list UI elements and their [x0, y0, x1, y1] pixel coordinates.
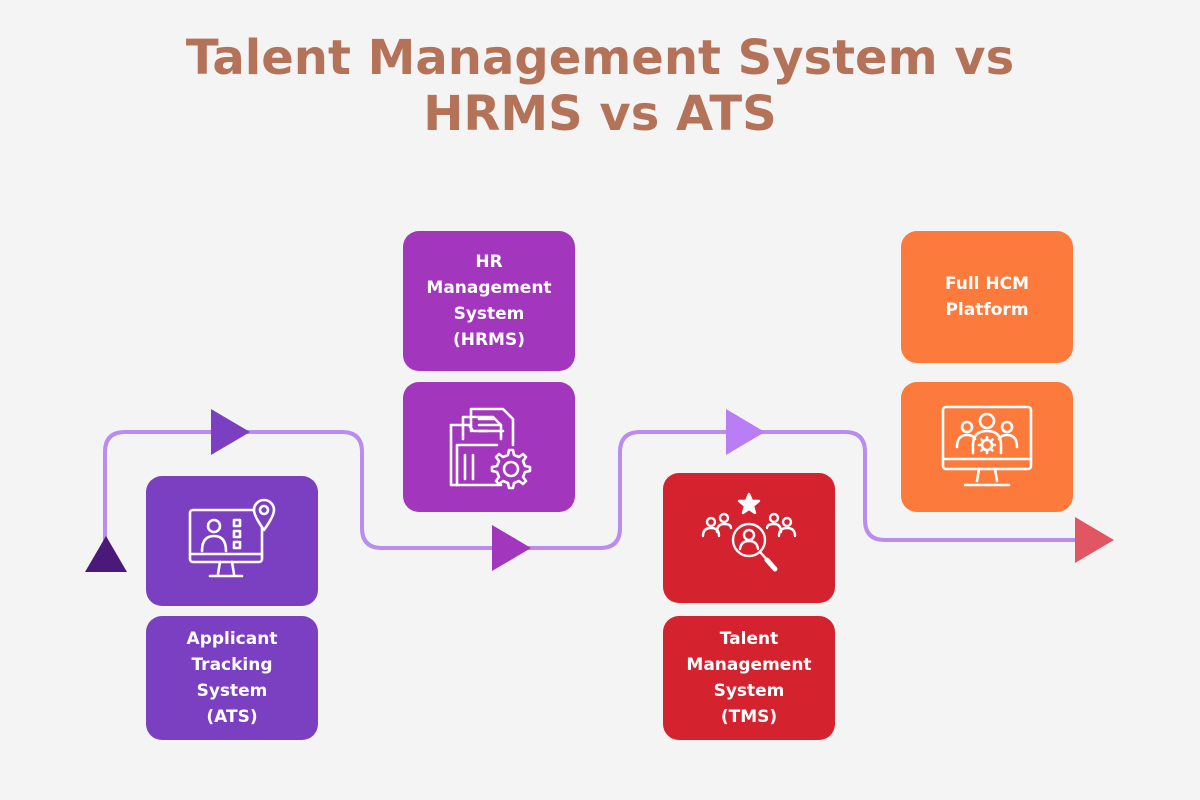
- hcm-label-box: Full HCM Platform: [901, 231, 1073, 363]
- title-line-1: Talent Management System vs: [185, 30, 1015, 86]
- hrms-label-line-3: System: [453, 304, 525, 324]
- monitor-person-location-icon: [188, 498, 276, 578]
- hrms-label-line-4: (HRMS): [452, 330, 525, 350]
- ats-icon-box: [146, 476, 318, 606]
- talent-search-star-icon: [701, 492, 797, 572]
- tms-label-line-3: System: [713, 681, 785, 701]
- end-arrow-icon: [1075, 517, 1114, 563]
- ats-label-line-2: Tracking: [191, 655, 273, 675]
- ats-label-line-4: (ATS): [206, 707, 258, 727]
- ats-label-line-3: System: [196, 681, 268, 701]
- arrow-right-icon: [211, 409, 250, 455]
- hrms-label-line-2: Management: [426, 278, 552, 298]
- tms-label-box: Talent Management System (TMS): [663, 616, 835, 740]
- arrow-right-icon: [726, 409, 765, 455]
- start-arrow-icon: [85, 536, 127, 572]
- monitor-team-icon: [941, 405, 1033, 487]
- folder-documents-gear-icon: [449, 407, 532, 490]
- arrow-right-icon: [492, 525, 531, 571]
- tms-label-line-2: Management: [686, 655, 812, 675]
- hcm-icon-box: [901, 382, 1073, 512]
- tms-label-line-4: (TMS): [720, 707, 778, 727]
- page-title: Talent Management System vs HRMS vs ATS: [0, 30, 1200, 142]
- ats-label-box: Applicant Tracking System (ATS): [146, 616, 318, 740]
- hcm-label-line-2: Platform: [945, 300, 1029, 320]
- tms-icon-box: [663, 473, 835, 603]
- ats-label-line-1: Applicant: [186, 629, 278, 649]
- title-line-2: HRMS vs ATS: [423, 86, 777, 142]
- hrms-label-box: HR Management System (HRMS): [403, 231, 575, 371]
- tms-label-line-1: Talent: [719, 629, 779, 649]
- hrms-icon-box: [403, 382, 575, 512]
- connector-line: [103, 430, 1087, 550]
- hrms-label-line-1: HR: [475, 252, 503, 272]
- hcm-label-line-1: Full HCM: [944, 274, 1030, 294]
